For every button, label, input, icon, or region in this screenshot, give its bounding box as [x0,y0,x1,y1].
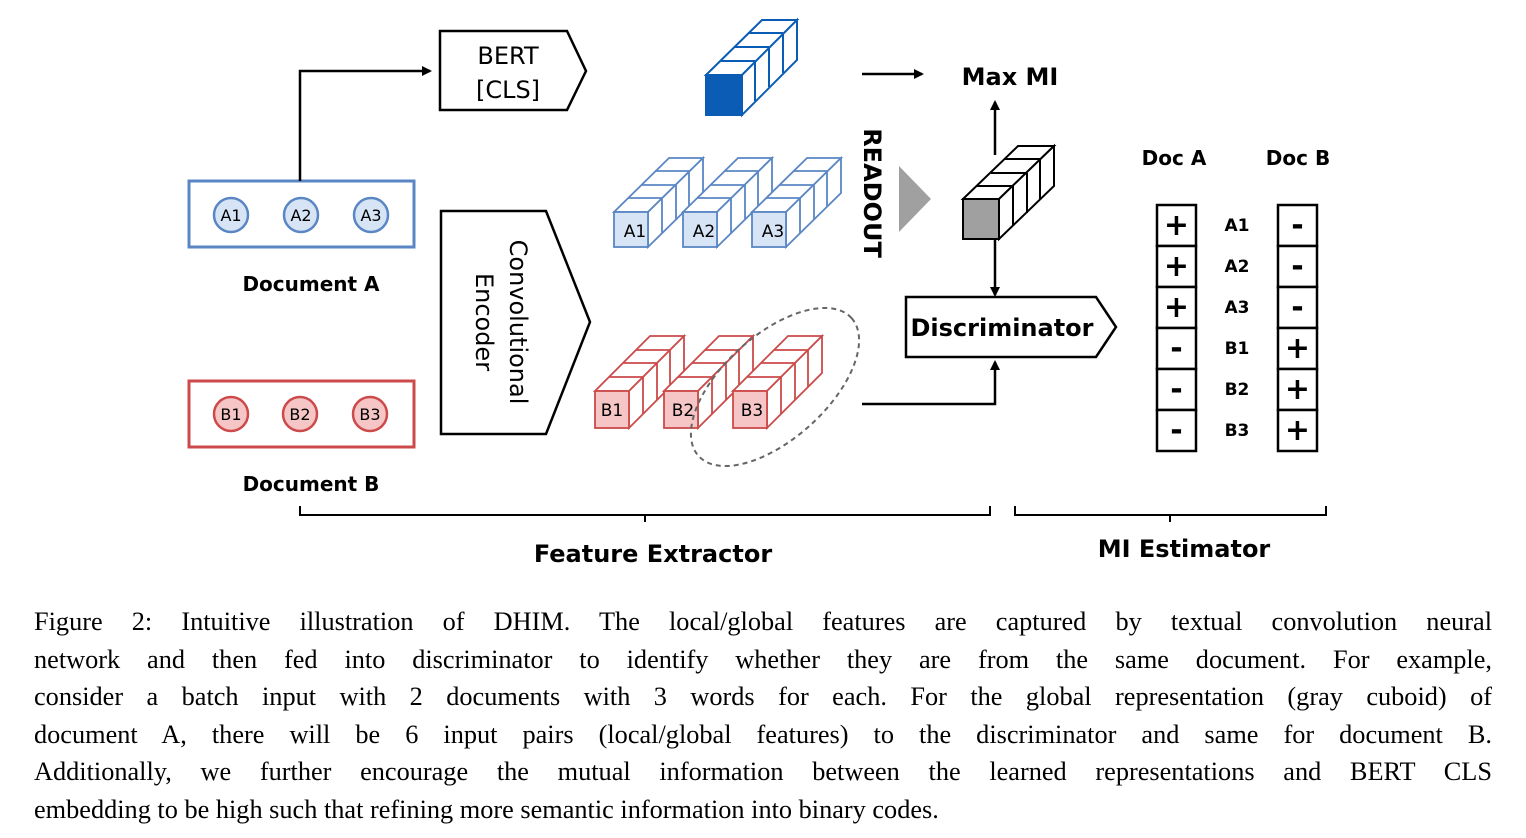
readout-arrow-icon [899,166,931,232]
arrow-doc-a-to-bert [298,66,432,181]
word-circle-a2 [282,196,320,234]
bert-label-line1: BERT [477,42,539,70]
table-header-doc-a: Doc A [1142,146,1207,170]
highlight-ellipse-b3 [689,306,861,468]
doc-b-cell [1276,285,1319,330]
word-label-b2: B2 [289,405,310,424]
doc-b-sign: - [1291,249,1303,284]
doc-b-cell [1276,367,1319,412]
word-label-a1: A1 [220,206,241,225]
word-label-a2: A2 [290,206,311,225]
doc-b-sign: + [1285,413,1310,448]
local-feature-a2 [680,155,775,250]
discriminator-label: Discriminator [910,314,1093,342]
document-b-label: Document B [243,472,380,496]
word-label-b3: B3 [359,405,380,424]
table-row-label: B2 [1225,380,1250,400]
local-feature-label-a3: A3 [762,222,784,242]
discriminator-block [904,295,1118,359]
table-row-label: B3 [1225,421,1250,441]
local-features-a [611,155,844,250]
word-label-a3: A3 [360,206,381,225]
mi-estimator-label: MI Estimator [1098,535,1271,563]
doc-a-sign: - [1170,331,1182,366]
doc-b-sign: - [1291,208,1303,243]
word-circle-b1 [212,395,250,433]
caption-line: Additionally, we further encourage the m… [34,757,1492,787]
mi-estimator-brace [1014,506,1327,522]
local-feature-b1 [592,333,687,431]
readout-label: READOUT [858,128,886,258]
bert-label-line2: [CLS] [476,76,540,104]
doc-a-cell [1155,367,1198,412]
bert-block [438,29,588,112]
caption-line: Figure 2: Intuitive illustration of DHIM… [34,607,1492,636]
doc-b-sign: + [1285,331,1310,366]
feature-extractor-label: Feature Extractor [534,540,772,568]
doc-a-sign: + [1164,208,1189,243]
doc-b-sign: + [1285,372,1310,407]
arrow-local-to-discriminator [862,360,1000,406]
local-feature-label-b1: B1 [601,401,623,421]
document-b-words: B1 B2 B3 [212,395,389,433]
caption-line: network and then fed into discriminator … [34,644,1492,674]
word-circle-a1 [212,196,250,234]
local-feature-a1 [611,155,706,250]
local-feature-label-b3: B3 [741,401,763,421]
encoder-label-line1: Convolutional [504,240,532,405]
encoder-label-line2: Encoder [470,273,498,371]
bert-cls-cuboid [703,17,800,118]
mi-table: + - A1 + - A2 + - A3 - + B1 - + B2 - + B3 [1155,203,1319,453]
caption-line: consider a batch input with 2 documents … [34,682,1492,712]
word-circle-a3 [352,196,390,234]
local-feature-label-b2: B2 [672,401,694,421]
local-feature-b2 [661,333,756,431]
convolutional-encoder-block [439,209,592,436]
doc-a-cell [1155,408,1198,453]
local-feature-a3 [749,155,844,250]
word-circle-b2 [281,395,319,433]
local-features-b [592,333,825,431]
doc-a-cell [1155,326,1198,371]
table-row-label: A2 [1225,257,1250,277]
dhim-diagram: A1 A2 A3 Document A B1 B2 B3 Document B … [187,17,1330,568]
table-row-label: B1 [1225,339,1250,359]
caption-line: embedding to be high such that refining … [34,794,939,824]
doc-b-sign: - [1291,290,1303,325]
figure-caption: Figure 2: Intuitive illustration of DHIM… [34,603,1492,829]
local-feature-b3 [730,333,825,431]
local-feature-label-a2: A2 [693,222,715,242]
doc-a-sign: + [1164,249,1189,284]
doc-b-cell [1276,326,1319,371]
max-mi-label: Max MI [962,63,1059,91]
feature-extractor-brace [299,506,991,522]
table-row-label: A1 [1225,216,1250,236]
doc-a-sign: - [1170,413,1182,448]
global-representation-cuboid [960,143,1057,242]
document-a-label: Document A [242,272,380,296]
doc-b-cell [1276,408,1319,453]
doc-b-cell [1276,203,1319,248]
doc-a-sign: - [1170,372,1182,407]
doc-a-sign: + [1164,290,1189,325]
document-a-words: A1 A2 A3 [212,196,390,234]
local-feature-label-a1: A1 [624,222,646,242]
caption-line: document A, there will be 6 input pairs … [34,719,1492,749]
table-row-label: A3 [1225,298,1250,318]
table-header-doc-b: Doc B [1266,146,1330,170]
word-label-b1: B1 [220,405,241,424]
word-circle-b3 [351,395,389,433]
